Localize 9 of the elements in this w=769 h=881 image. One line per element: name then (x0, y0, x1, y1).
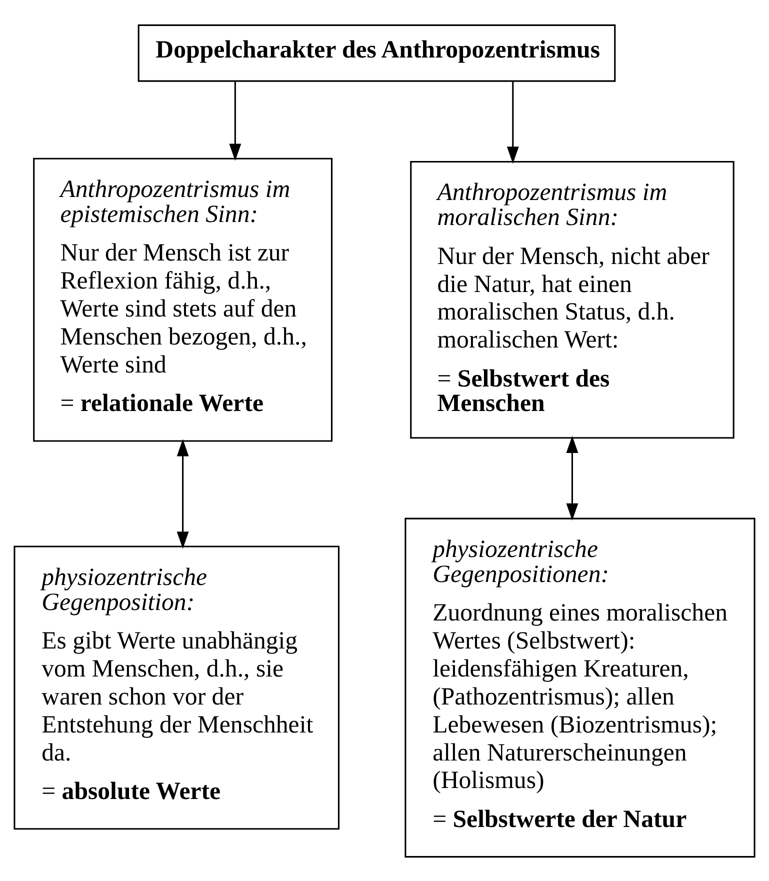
arrow (506, 80, 519, 164)
arrow (229, 80, 242, 160)
node-box: physiozentrische Gegenposition: Es gibt Werte unabhängig vom Menschen, d.h., sie waren schon vor der Entstehung der Menschheit da. = absolute Werte (14, 545, 340, 830)
node-box: Anthropozentrismus im moralischen Sinn: Nur der Mensch, nicht aber die Natur, hat einen moralischen Status, d.h. moralischen Wert: = Selbstwert des Menschen (410, 160, 734, 438)
arrow (176, 438, 189, 548)
arrow (566, 435, 578, 520)
node-box: Doppelcharakter des Anthropozentrismus (138, 24, 616, 82)
node-box: Anthropozentrismus im epistemischen Sinn: Nur der Mensch ist zur Reflexion fähig, d.h., Werte sind stets auf den Menschen bezogen, d.h., Werte sind = relationale Werte (33, 157, 333, 442)
node-box: physiozentrische Gegenpositionen: Zuordnung eines moralischen Wertes (Selbstwert): leidensfähigen Kreaturen, (Pathozentrismus); allen Lebewesen (Biozentrismus); allen Naturerscheinungen (Holismus) = Selbstwerte der Natur (404, 517, 756, 858)
